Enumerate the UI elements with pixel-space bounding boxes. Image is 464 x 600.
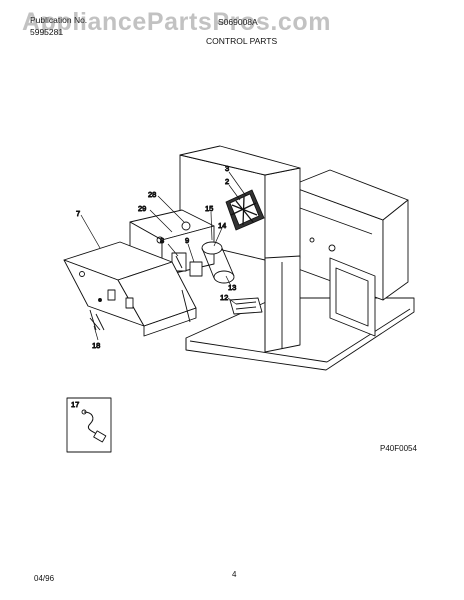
wiring-tag (229, 297, 263, 315)
watermark: AppliancePartsPros.com (22, 8, 332, 36)
callout-14: 14 (218, 221, 226, 230)
callout-17: 17 (71, 400, 79, 409)
callout-9: 9 (185, 236, 189, 245)
leader-lines (80, 171, 247, 341)
callout-28: 28 (148, 190, 156, 199)
callout-7: 7 (76, 209, 80, 218)
chassis-housing (289, 169, 409, 337)
callout-13: 13 (228, 283, 236, 292)
drawing-code: P40F0054 (380, 444, 417, 453)
publication-number: 5995281 (30, 27, 64, 37)
callout-2: 2 (225, 177, 229, 186)
inset-box (66, 397, 112, 453)
publication-label: Publication No. (30, 15, 88, 25)
callout-8: 8 (160, 236, 164, 245)
callout-15: 15 (205, 204, 213, 213)
capacitor (201, 241, 235, 284)
control-panel (63, 241, 197, 337)
selector-switch (171, 252, 203, 277)
callout-18: 18 (92, 341, 100, 350)
grille-part-2 (225, 189, 265, 231)
footer-date: 04/96 (34, 574, 55, 583)
callout-29: 29 (138, 204, 146, 213)
model-number: S069008A (218, 17, 258, 27)
screws (89, 309, 105, 331)
section-title: CONTROL PARTS (206, 36, 278, 46)
page-number: 4 (232, 570, 237, 579)
callout-3: 3 (225, 164, 229, 173)
callout-12: 12 (220, 293, 228, 302)
